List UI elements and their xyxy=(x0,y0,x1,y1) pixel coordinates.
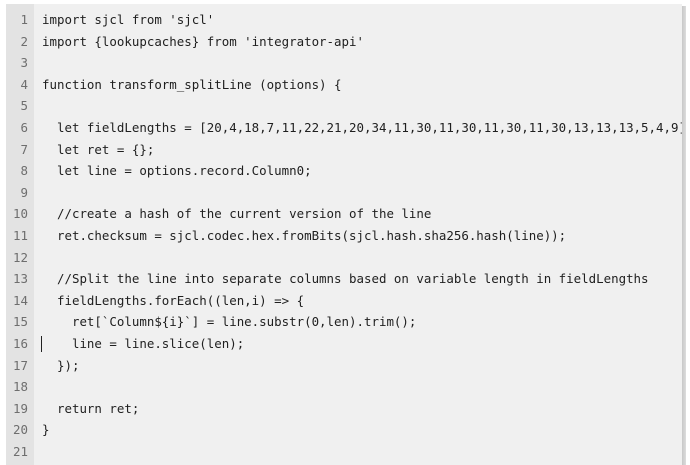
line-number: 21 xyxy=(13,443,28,459)
line-number: 9 xyxy=(20,184,29,200)
line-number: 16 xyxy=(13,335,28,351)
line-text[interactable]: //Split the line into separate columns b… xyxy=(42,271,649,287)
line-number: 18 xyxy=(13,379,28,395)
line-text[interactable]: } xyxy=(42,422,50,438)
line-number: 6 xyxy=(20,119,29,135)
scrollbar[interactable] xyxy=(682,6,686,465)
text-cursor xyxy=(41,335,42,352)
code-editor[interactable]: 1 import sjcl from 'sjcl' 2 import {lookupc… xyxy=(6,4,682,465)
line-number: 19 xyxy=(13,400,28,416)
line-text[interactable]: return ret; xyxy=(42,400,140,416)
line-number: 13 xyxy=(13,271,28,287)
line-text[interactable]: }); xyxy=(42,357,80,373)
line-number: 7 xyxy=(20,141,29,157)
line-number: 11 xyxy=(13,227,28,243)
line-text[interactable]: let line = options.record.Column0; xyxy=(42,163,312,179)
line-text[interactable]: ret[`Column${i}`] = line.substr(0,len).t… xyxy=(42,314,417,330)
line-text[interactable]: ret.checksum = sjcl.codec.hex.fromBits(s… xyxy=(42,227,567,243)
line-number: 12 xyxy=(13,249,28,265)
line-text[interactable]: fieldLengths.forEach((len,i) => { xyxy=(42,292,305,308)
line-number: 4 xyxy=(20,76,29,92)
line-number: 10 xyxy=(13,206,28,222)
line-text[interactable]: import {lookupcaches} from 'integrator-a… xyxy=(42,33,364,49)
line-number: 8 xyxy=(20,163,29,179)
line-number: 1 xyxy=(20,12,29,27)
line-text[interactable]: import sjcl from 'sjcl' xyxy=(42,12,215,27)
line-number: 17 xyxy=(13,357,28,373)
line-text[interactable]: //create a hash of the current version o… xyxy=(42,206,432,222)
line-number: 3 xyxy=(20,55,29,71)
line-number-gutter xyxy=(6,4,34,465)
line-number: 20 xyxy=(13,422,28,438)
line-number: 15 xyxy=(13,314,28,330)
line-number: 14 xyxy=(13,292,28,308)
line-text[interactable]: function transform_splitLine (options) { xyxy=(42,76,342,92)
line-number: 2 xyxy=(20,33,29,49)
line-number: 5 xyxy=(20,98,29,114)
line-text[interactable]: let fieldLengths = [20,4,18,7,11,22,21,2… xyxy=(42,119,682,135)
line-text[interactable]: let ret = {}; xyxy=(42,141,155,157)
line-text[interactable]: line = line.slice(len); xyxy=(42,335,245,351)
